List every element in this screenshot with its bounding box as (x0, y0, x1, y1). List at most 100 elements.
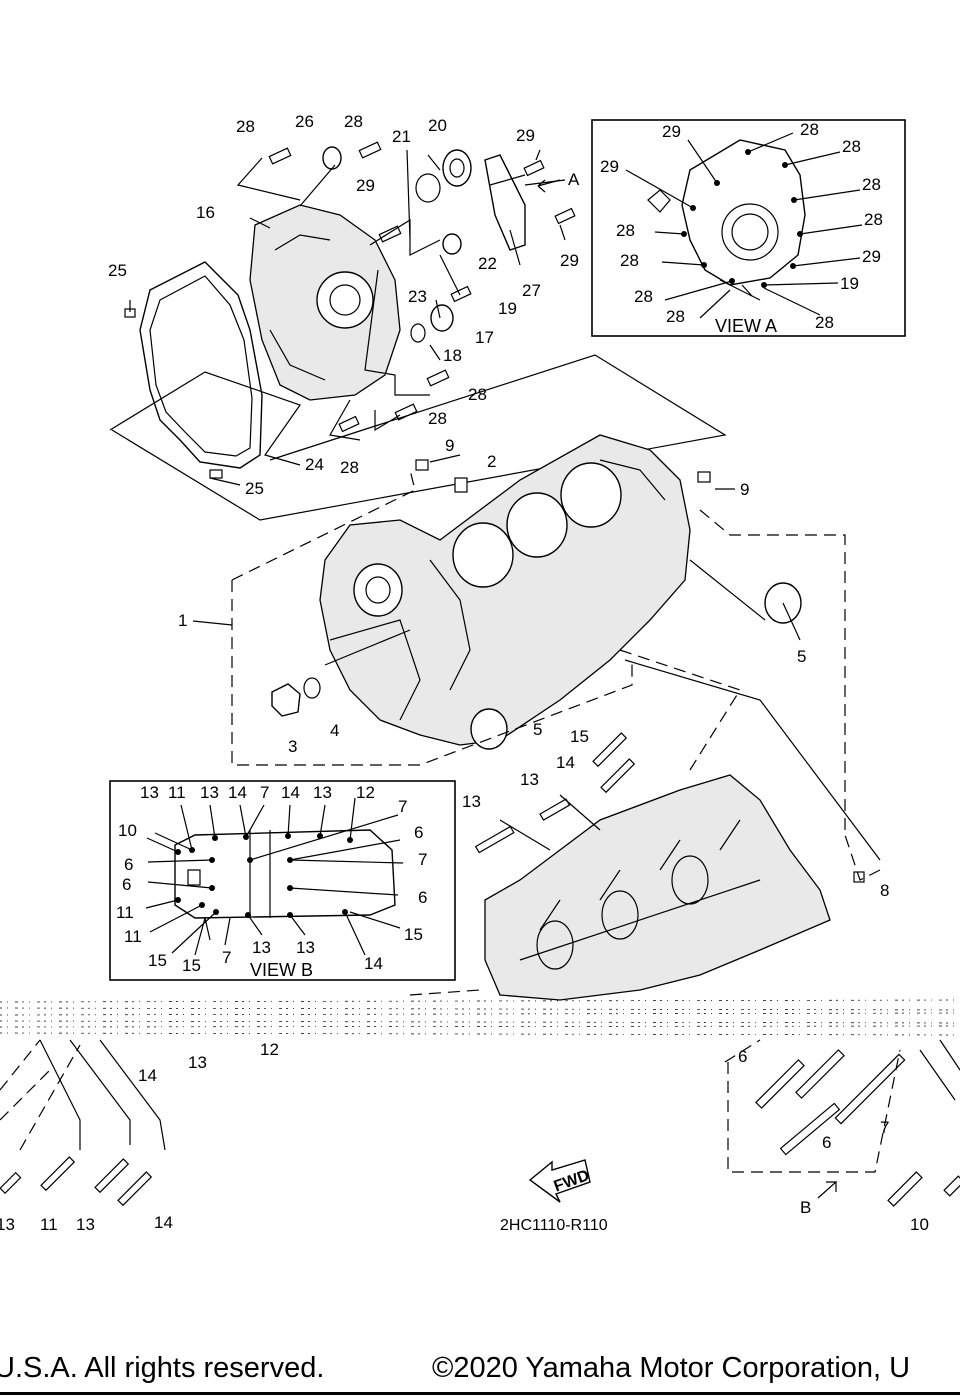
view-b-arrow-icon (817, 1181, 838, 1199)
callout-A: A (568, 170, 580, 189)
callout-23: 23 (408, 287, 427, 306)
callout-22: 22 (478, 254, 497, 273)
svg-text:15: 15 (404, 925, 423, 944)
callout-1: 1 (178, 611, 187, 630)
svg-text:14: 14 (228, 783, 247, 802)
callout-6: 6 (738, 1047, 747, 1066)
svg-text:12: 12 (356, 783, 375, 802)
view-a-label: VIEW A (715, 316, 777, 336)
callout-B: B (800, 1198, 811, 1217)
callout-13: 13 (76, 1215, 95, 1234)
callout-6: 6 (822, 1133, 831, 1152)
callout-13: 13 (0, 1215, 15, 1234)
callout-29: 29 (516, 126, 535, 145)
callout-14: 14 (556, 753, 575, 772)
gasket-part (139, 261, 263, 469)
svg-text:11: 11 (116, 903, 134, 922)
view-b-callouts: 13 11 13 14 7 14 13 12 10 7 6 6 6 7 6 6 … (116, 783, 427, 980)
svg-text:6: 6 (124, 855, 133, 874)
svg-text:11: 11 (168, 783, 186, 802)
svg-text:6: 6 (122, 875, 131, 894)
callout-21: 21 (392, 127, 411, 146)
view-a-arrow-icon (537, 179, 561, 193)
callout-13: 13 (188, 1053, 207, 1072)
view-b-panel (109, 780, 456, 981)
svg-text:15: 15 (148, 951, 167, 970)
footer-copyright-text: ©2020 Yamaha Motor Corporation, U (432, 1352, 911, 1384)
callout-28: 28 (344, 112, 363, 131)
bottom-bolts-group: FWD (0, 1039, 960, 1207)
callout-24: 24 (305, 455, 324, 474)
callout-13: 13 (462, 792, 481, 811)
svg-text:10: 10 (118, 821, 137, 840)
svg-text:28: 28 (842, 137, 861, 156)
svg-text:15: 15 (182, 956, 201, 975)
callout-16: 16 (196, 203, 215, 222)
svg-text:14: 14 (281, 783, 300, 802)
callout-10: 10 (910, 1215, 929, 1234)
callout-20: 20 (428, 116, 447, 135)
callout-17: 17 (475, 328, 494, 347)
svg-text:28: 28 (616, 221, 635, 240)
callout-28: 28 (428, 409, 447, 428)
callout-11: 11 (40, 1215, 58, 1234)
svg-text:28: 28 (864, 210, 883, 229)
svg-text:11: 11 (124, 927, 142, 946)
svg-text:28: 28 (620, 251, 639, 270)
svg-text:19: 19 (840, 274, 859, 293)
svg-text:13: 13 (200, 783, 219, 802)
callout-18: 18 (443, 346, 462, 365)
svg-text:7: 7 (418, 850, 427, 869)
callout-19: 19 (498, 299, 517, 318)
svg-text:13: 13 (313, 783, 332, 802)
svg-text:6: 6 (414, 823, 423, 842)
lower-crankcase-group (409, 649, 881, 1001)
callout-27: 27 (522, 281, 541, 300)
callout-28: 28 (236, 117, 255, 136)
callout-12: 12 (260, 1040, 279, 1059)
footer-rule (0, 1392, 960, 1395)
svg-text:7: 7 (222, 948, 231, 967)
callout-13: 13 (520, 770, 539, 789)
lower-crankcase-part (484, 774, 831, 1001)
svg-text:28: 28 (800, 120, 819, 139)
svg-text:28: 28 (634, 287, 653, 306)
callout-29: 29 (560, 251, 579, 270)
svg-text:7: 7 (260, 783, 269, 802)
callout-25: 25 (108, 261, 127, 280)
svg-text:28: 28 (862, 175, 881, 194)
footer-rights-text: U.S.A. All rights reserved. (0, 1352, 325, 1384)
svg-text:28: 28 (666, 307, 685, 326)
callout-28: 28 (468, 385, 487, 404)
svg-text:6: 6 (418, 888, 427, 907)
svg-text:13: 13 (252, 938, 271, 957)
crankcase-cover-group (109, 141, 727, 521)
callout-29: 29 (356, 176, 375, 195)
callout-14: 14 (138, 1066, 157, 1085)
svg-text:14: 14 (364, 954, 383, 973)
view-b-label: VIEW B (250, 960, 313, 980)
svg-text:7: 7 (398, 797, 407, 816)
callout-14: 14 (154, 1213, 173, 1232)
svg-text:29: 29 (662, 122, 681, 141)
oil-seal-part (442, 149, 472, 187)
callout-3: 3 (288, 737, 297, 756)
svg-text:29: 29 (600, 157, 619, 176)
callout-9: 9 (445, 436, 454, 455)
callout-5: 5 (797, 647, 806, 666)
svg-text:13: 13 (140, 783, 159, 802)
callout-8: 8 (880, 881, 889, 900)
svg-text:13: 13 (296, 938, 315, 957)
scan-noise-band (0, 999, 960, 1036)
reference-code: 2HC1110-R110 (500, 1217, 608, 1234)
callout-28: 28 (340, 458, 359, 477)
view-a-panel (591, 119, 906, 337)
callout-4: 4 (330, 721, 339, 740)
callout-15: 15 (570, 727, 589, 746)
svg-text:28: 28 (815, 313, 834, 332)
callout-2: 2 (487, 452, 496, 471)
callout-7: 7 (880, 1118, 889, 1137)
view-a-callouts: 29 28 28 29 28 28 28 28 28 29 28 19 28 2… (600, 120, 883, 336)
fwd-arrow-icon: FWD (528, 1159, 592, 1203)
